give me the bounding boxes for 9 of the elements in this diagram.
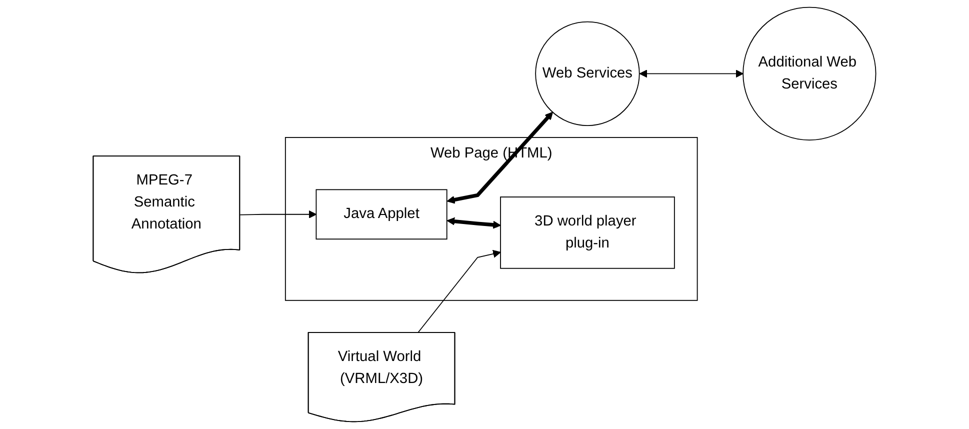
arrow: [240, 210, 317, 218]
node-circle: Additional Web Services: [742, 6, 876, 140]
arrow: [446, 217, 501, 229]
arrow: [639, 70, 744, 78]
arrow: [446, 112, 554, 204]
node-box: 3D world player plug-in: [500, 196, 675, 269]
arrow: [417, 250, 501, 334]
node-circle: Web Services: [535, 21, 640, 126]
node-box: Java Applet: [316, 189, 448, 240]
